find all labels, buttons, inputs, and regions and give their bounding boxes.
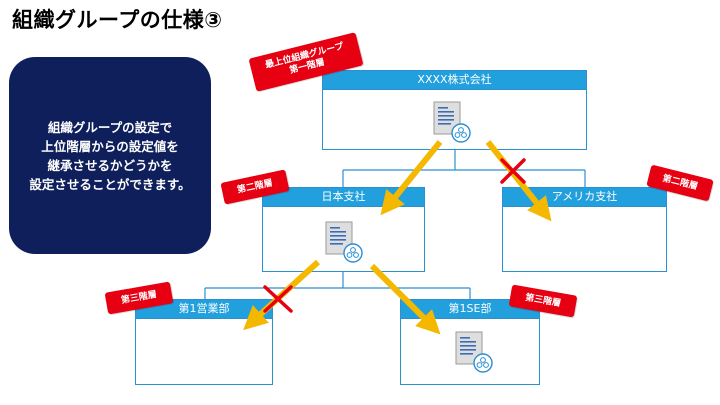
- inherit-arrow-japan-to-se1: [369, 263, 441, 335]
- inherit-arrow-top-to-japan: [380, 140, 443, 216]
- connector-lines: [204, 150, 586, 299]
- settings-document-icon: [455, 331, 493, 373]
- explanation-callout: 組織グループの設定で 上位階層からの設定値を 継承させるかどうかを 設定させるこ…: [9, 57, 211, 254]
- org-node-america-label: アメリカ支社: [502, 187, 667, 207]
- settings-document-icon: [325, 221, 363, 263]
- settings-document-icon: [433, 101, 471, 143]
- inherit-arrow-top-to-america: [485, 140, 552, 222]
- blocked-cross-icon: [500, 158, 526, 184]
- page-title: 組織グループの仕様③: [12, 8, 223, 32]
- blocked-cross-icon: [263, 285, 293, 313]
- org-node-sales1-label: 第1営業部: [135, 299, 273, 319]
- callout-text: 組織グループの設定で 上位階層からの設定値を 継承させるかどうかを 設定させるこ…: [29, 119, 191, 192]
- org-node-top[interactable]: XXXX株式会社: [322, 70, 587, 150]
- org-node-top-label: XXXX株式会社: [322, 70, 587, 90]
- org-node-sales1[interactable]: 第1営業部: [135, 299, 273, 385]
